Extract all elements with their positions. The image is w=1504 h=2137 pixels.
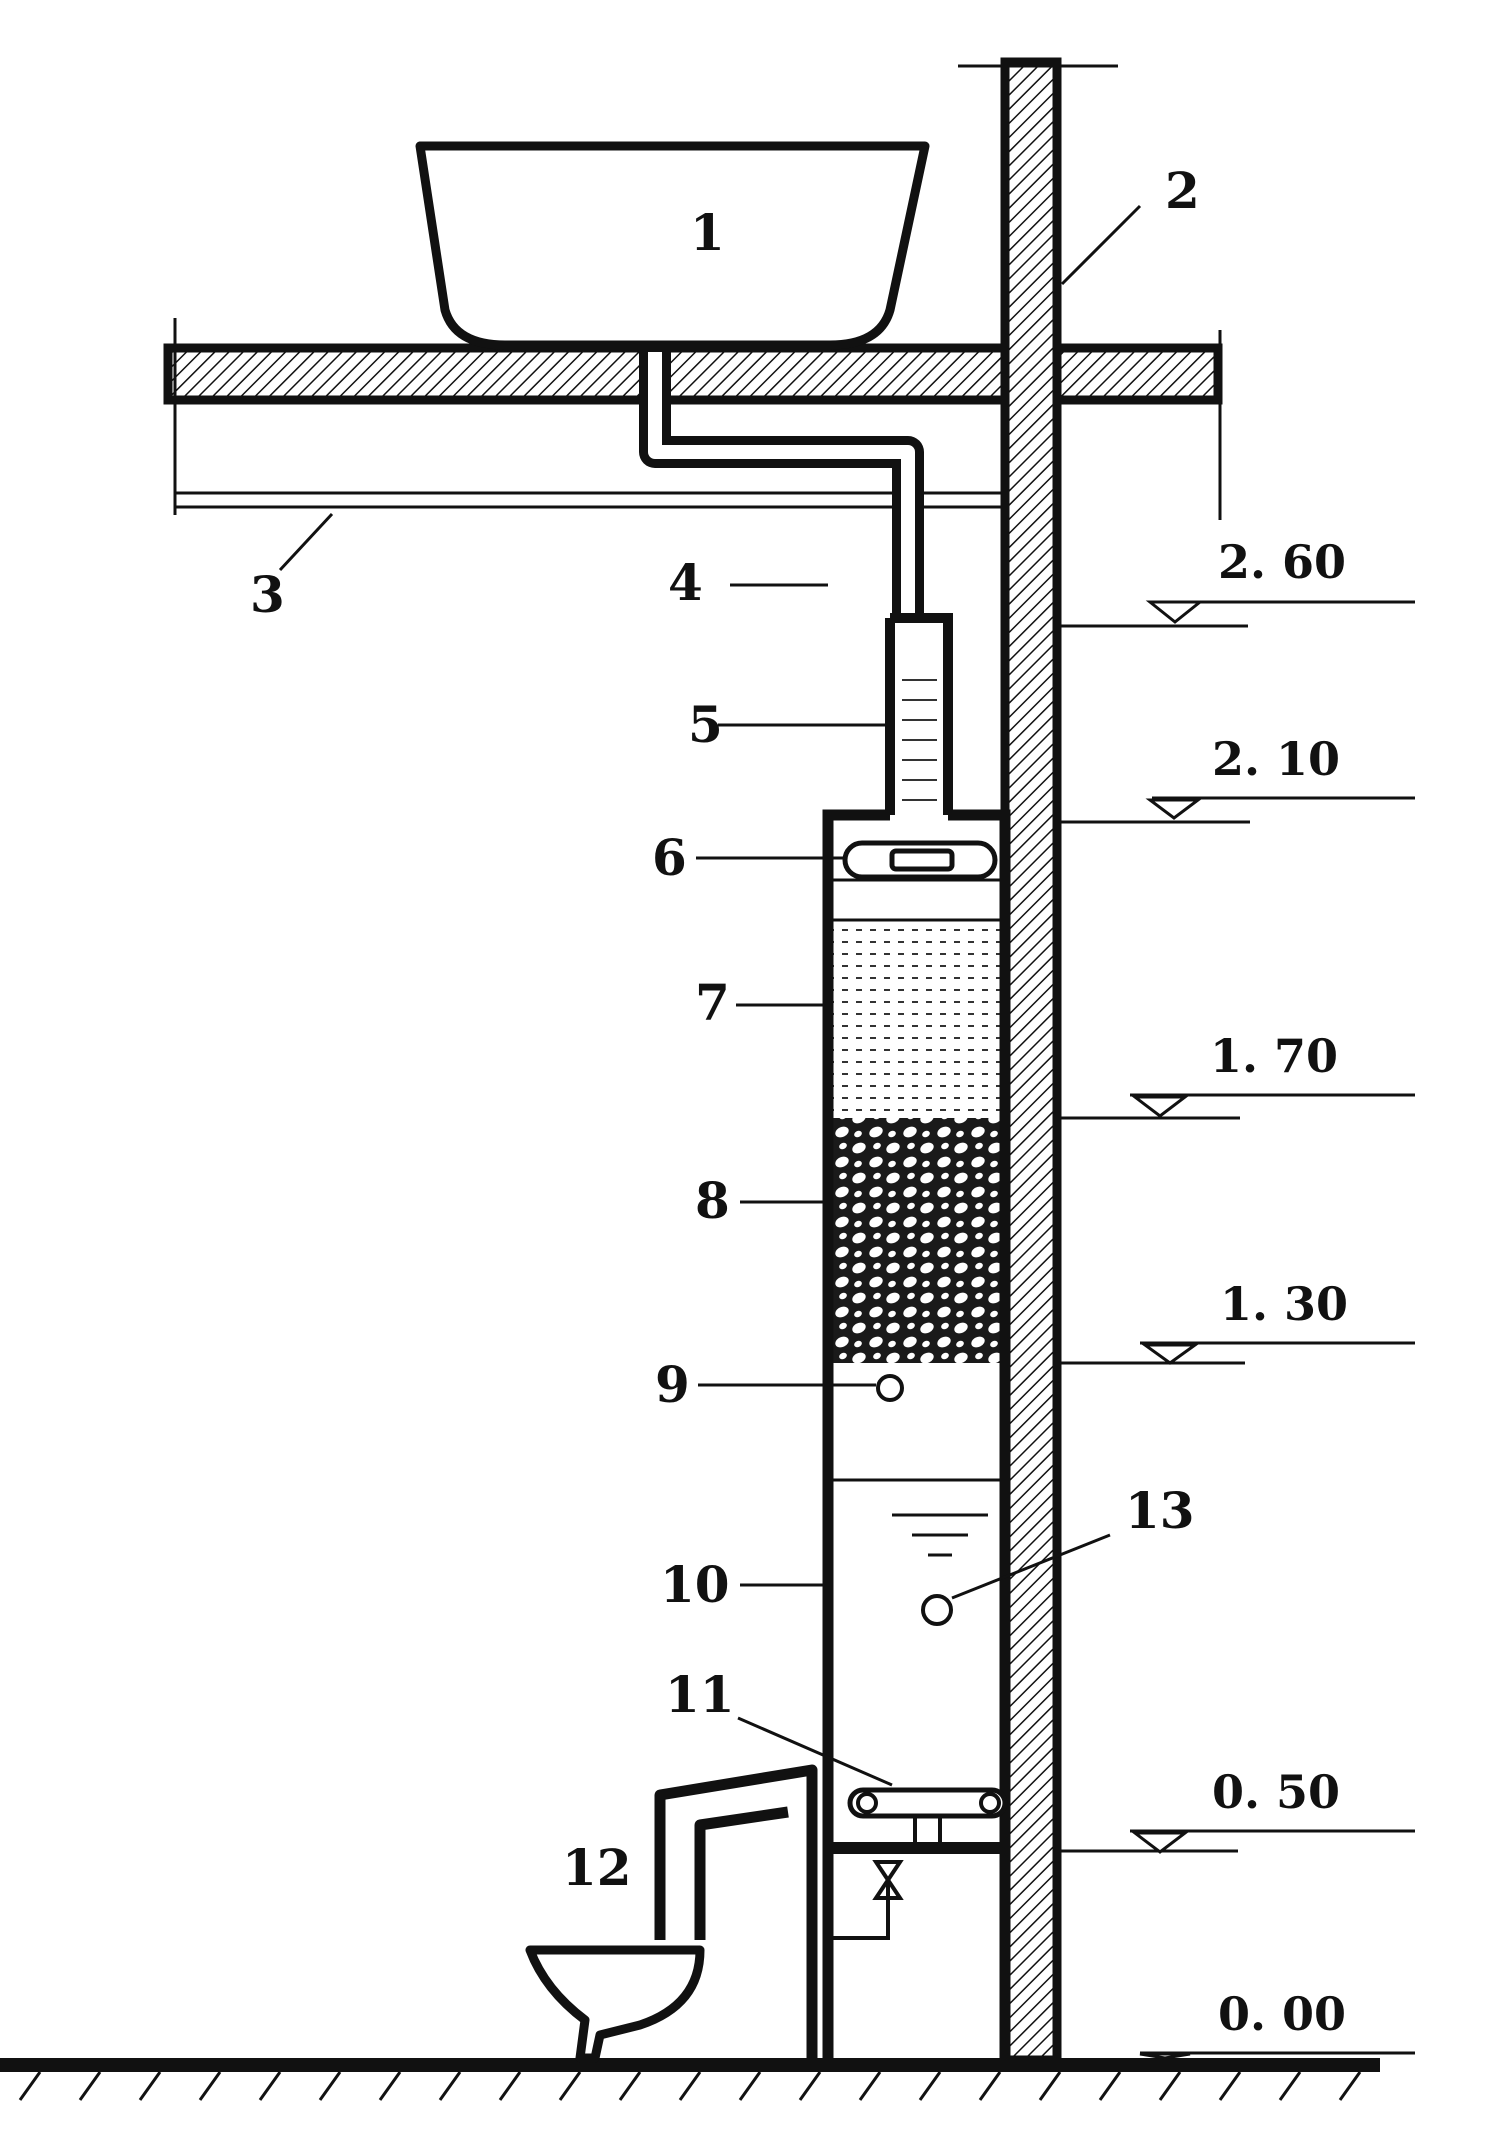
pump-unit (847, 1787, 1008, 1842)
label-1: 1 (690, 203, 725, 262)
label-8: 8 (695, 1171, 730, 1230)
structure (0, 57, 1380, 2101)
elevation-2-10: 2. 10 (1212, 732, 1340, 786)
elevation-labels: 2. 60 2. 10 1. 70 1. 30 0. 50 0. 00 (1210, 535, 1348, 2041)
toilet-bowl (525, 1945, 705, 2063)
component-labels: 1 2 3 4 5 6 7 8 9 10 11 12 13 (250, 161, 1200, 1897)
toilet-supply-pipe (654, 1764, 818, 2058)
valve (828, 1860, 904, 1940)
ground-hatch (18, 2071, 1362, 2101)
label-9: 9 (655, 1355, 690, 1414)
elevation-1-30: 1. 30 (1220, 1277, 1348, 1331)
label-7: 7 (695, 973, 730, 1032)
elevation-markers (1060, 600, 1415, 2060)
water-distributor (842, 840, 998, 880)
float-ball (921, 1594, 953, 1626)
screen-mesh (902, 679, 937, 801)
tank-bottom-plate (828, 1842, 1005, 1854)
elevation-2-60: 2. 60 (1218, 535, 1346, 589)
label-12: 12 (562, 1838, 632, 1897)
sand-filter-layer (828, 920, 1005, 1118)
label-10: 10 (660, 1555, 730, 1614)
leader-lines (278, 204, 1142, 1787)
wall (1000, 57, 1062, 2065)
label-11: 11 (665, 1665, 735, 1724)
tank-outline (822, 809, 1011, 2058)
label-13: 13 (1125, 1481, 1195, 1540)
treatment-tank (822, 809, 1011, 2058)
label-6: 6 (652, 828, 687, 887)
label-5: 5 (688, 695, 723, 754)
elevation-1-70: 1. 70 (1210, 1029, 1338, 1083)
outlet-hole (876, 1374, 904, 1402)
screen-housing (885, 613, 953, 815)
elevation-0-50: 0. 50 (1212, 1765, 1340, 1819)
label-3: 3 (250, 565, 285, 624)
drain-pipe-bore (648, 352, 915, 618)
label-2: 2 (1165, 161, 1200, 220)
elevation-0-00: 0. 00 (1218, 1987, 1346, 2041)
washbasin (415, 141, 930, 350)
gravel-filter-layer (828, 1118, 1005, 1363)
water-surface-symbol (892, 1513, 988, 1557)
label-4: 4 (668, 553, 703, 612)
ground-line (0, 2058, 1380, 2072)
